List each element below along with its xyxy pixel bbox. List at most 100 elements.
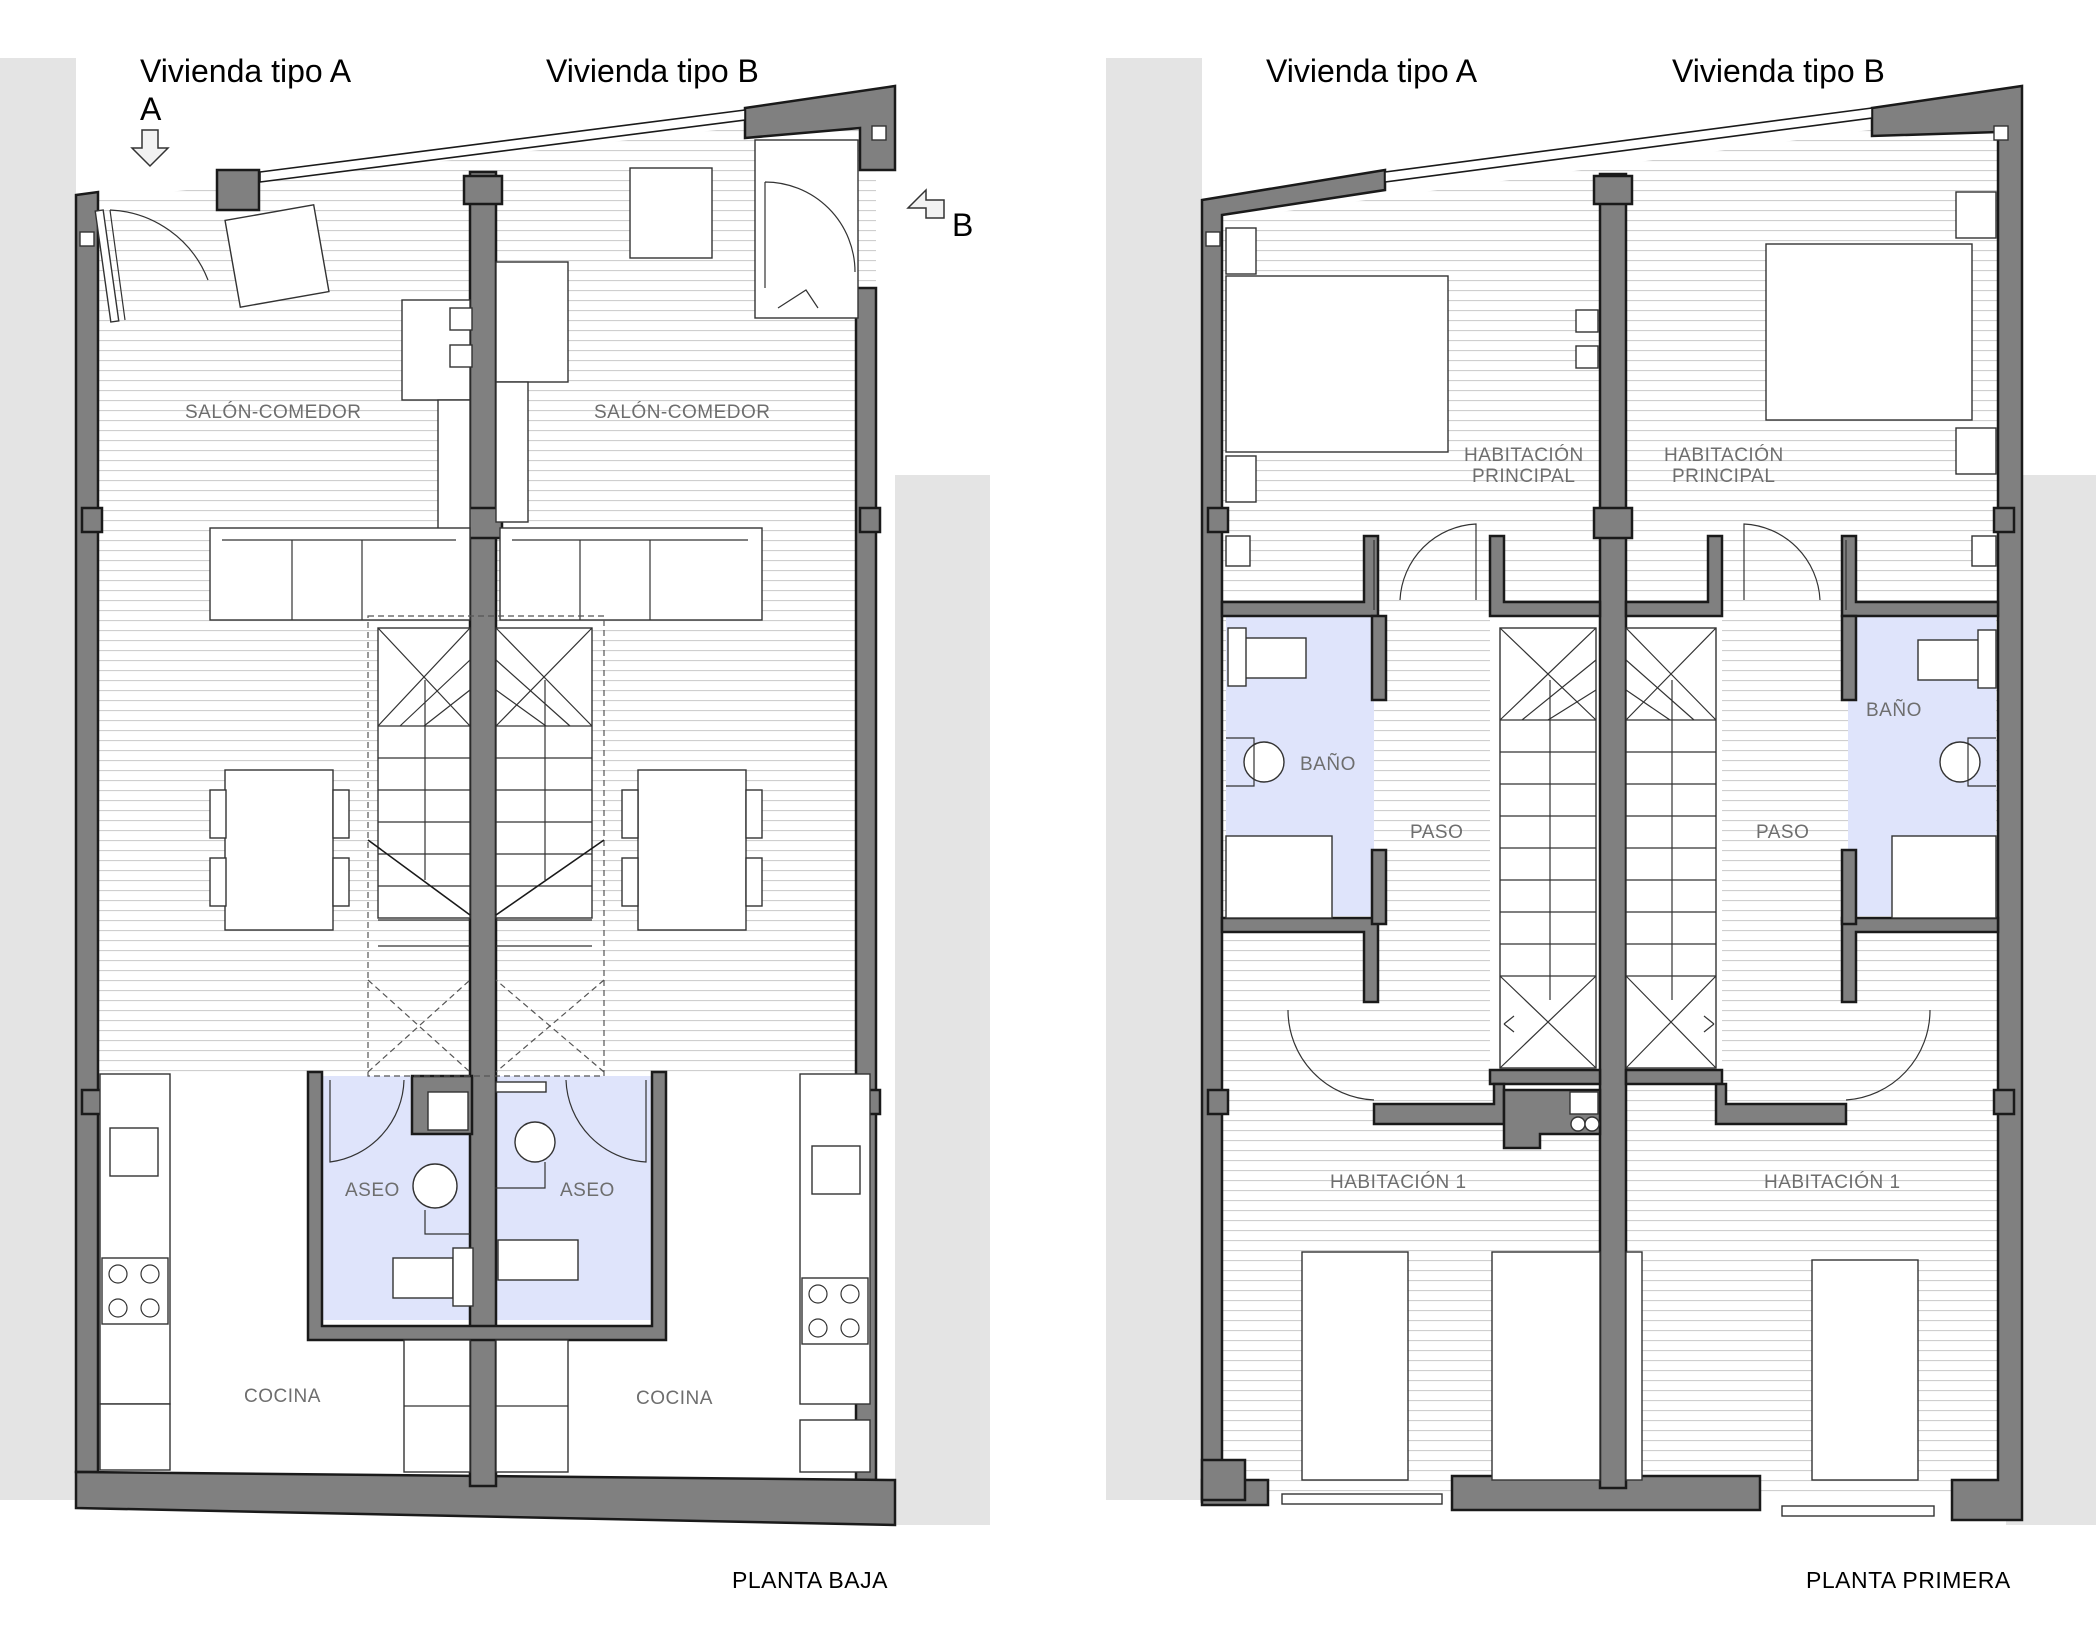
shaft-box	[449, 344, 473, 368]
shaft-box	[1575, 309, 1599, 333]
sink	[452, 1247, 474, 1307]
first-floor-plan: Vivienda tipo A Vivienda tipo B HABITACI…	[1106, 53, 2096, 1593]
sofa	[209, 527, 471, 621]
door-swing	[1399, 523, 1477, 601]
kitchen-counter	[99, 1403, 171, 1471]
armchair	[224, 204, 330, 308]
sink	[497, 1239, 579, 1281]
toilet	[1243, 741, 1285, 783]
toilet	[1939, 741, 1981, 783]
porch	[754, 139, 859, 319]
shaft-round	[1584, 1116, 1600, 1132]
facade-pier	[215, 168, 261, 212]
column	[80, 506, 104, 534]
chair	[621, 857, 639, 907]
kitchen-sink	[109, 1127, 159, 1177]
shelving	[495, 381, 529, 523]
room-label-bano-a: BAÑO	[1300, 753, 1356, 775]
dining-table	[637, 769, 747, 931]
column	[1592, 506, 1634, 540]
sheet-title-planta-baja: PLANTA BAJA	[732, 1567, 888, 1593]
toilet	[412, 1163, 458, 1209]
shaft-box	[1575, 345, 1599, 369]
shelving	[495, 261, 569, 383]
room-label-aseo-a: ASEO	[345, 1180, 400, 1201]
room-label-aseo-b: ASEO	[560, 1180, 615, 1201]
door-swing	[109, 209, 209, 321]
stair-wall	[1624, 1068, 1724, 1086]
sink	[392, 1257, 454, 1299]
chair	[332, 789, 350, 839]
counter-shaft	[495, 1081, 547, 1093]
corner-pier	[1200, 1458, 1247, 1502]
door-swing	[565, 1079, 647, 1163]
shaft-round	[1570, 1116, 1586, 1132]
kitchen-counter	[799, 1073, 871, 1405]
rear-window	[1281, 1493, 1443, 1505]
column	[858, 506, 882, 534]
stair-wall	[1488, 534, 1602, 618]
heading-vivienda-a: Vivienda tipo A	[140, 53, 352, 89]
bathroom-wall	[1370, 848, 1388, 926]
kitchen-counter	[799, 1419, 871, 1473]
room-label-hab1-a: HABITACIÓN 1	[1330, 1171, 1467, 1193]
room-label-cocina-b: COCINA	[636, 1388, 713, 1409]
column	[1592, 174, 1634, 206]
entry-label-a: A	[140, 91, 162, 127]
sofa	[499, 527, 763, 621]
party-wall	[1598, 172, 1628, 1490]
chair	[209, 857, 227, 907]
dining-table	[224, 769, 334, 931]
room-label-bano-b: BAÑO	[1866, 699, 1922, 721]
rear-wall	[74, 1470, 897, 1527]
column	[1206, 506, 1230, 534]
shaft-box	[1971, 535, 1997, 567]
bed	[1765, 243, 1973, 421]
nightstand	[1955, 427, 1997, 475]
shaft-box	[1225, 535, 1251, 567]
room-label-paso-b: PASO	[1756, 822, 1809, 843]
nightstand	[1225, 455, 1257, 503]
facade-window	[259, 109, 746, 183]
sink	[1917, 639, 1981, 681]
chair	[209, 789, 227, 839]
chair	[621, 789, 639, 839]
sink	[1227, 627, 1247, 687]
stair-wall	[1624, 534, 1724, 618]
heading-vivienda-b: Vivienda tipo B	[546, 53, 759, 89]
room-label-hab-principal-b: PRINCIPAL	[1672, 466, 1775, 487]
chair	[745, 857, 763, 907]
sink	[1243, 637, 1307, 679]
column	[80, 1088, 104, 1116]
neighbor-area	[1106, 58, 1202, 1500]
neighbor-area	[895, 475, 990, 1525]
room-label-paso-a: PASO	[1410, 822, 1463, 843]
staircase	[1499, 627, 1717, 1069]
nightstand	[1955, 191, 1997, 239]
column	[1205, 231, 1221, 247]
nightstand	[1225, 227, 1257, 275]
counter-shaft	[427, 1091, 469, 1131]
corridor-wall	[1714, 1082, 1848, 1126]
facade-window	[1384, 107, 1873, 183]
column	[871, 125, 887, 141]
bed	[1301, 1251, 1409, 1481]
bed	[1811, 1259, 1919, 1481]
room-label-hab-principal-a: PRINCIPAL	[1472, 466, 1575, 487]
sheet-title-planta-primera: PLANTA PRIMERA	[1806, 1567, 2011, 1593]
kitchen-counter	[99, 1073, 171, 1405]
party-wall	[468, 170, 498, 1488]
toilet	[514, 1121, 556, 1163]
column	[1993, 125, 2009, 141]
bathroom-wall	[1840, 848, 1858, 926]
door-swing	[764, 181, 856, 309]
entry-label-b: B	[952, 207, 973, 243]
sink	[1977, 629, 1997, 689]
column	[1206, 1088, 1230, 1116]
door-swing	[1287, 1009, 1375, 1101]
column	[1992, 506, 2016, 534]
facade-pier-right	[743, 84, 897, 172]
staircase	[367, 615, 605, 1077]
entry-arrow-a	[130, 129, 170, 168]
